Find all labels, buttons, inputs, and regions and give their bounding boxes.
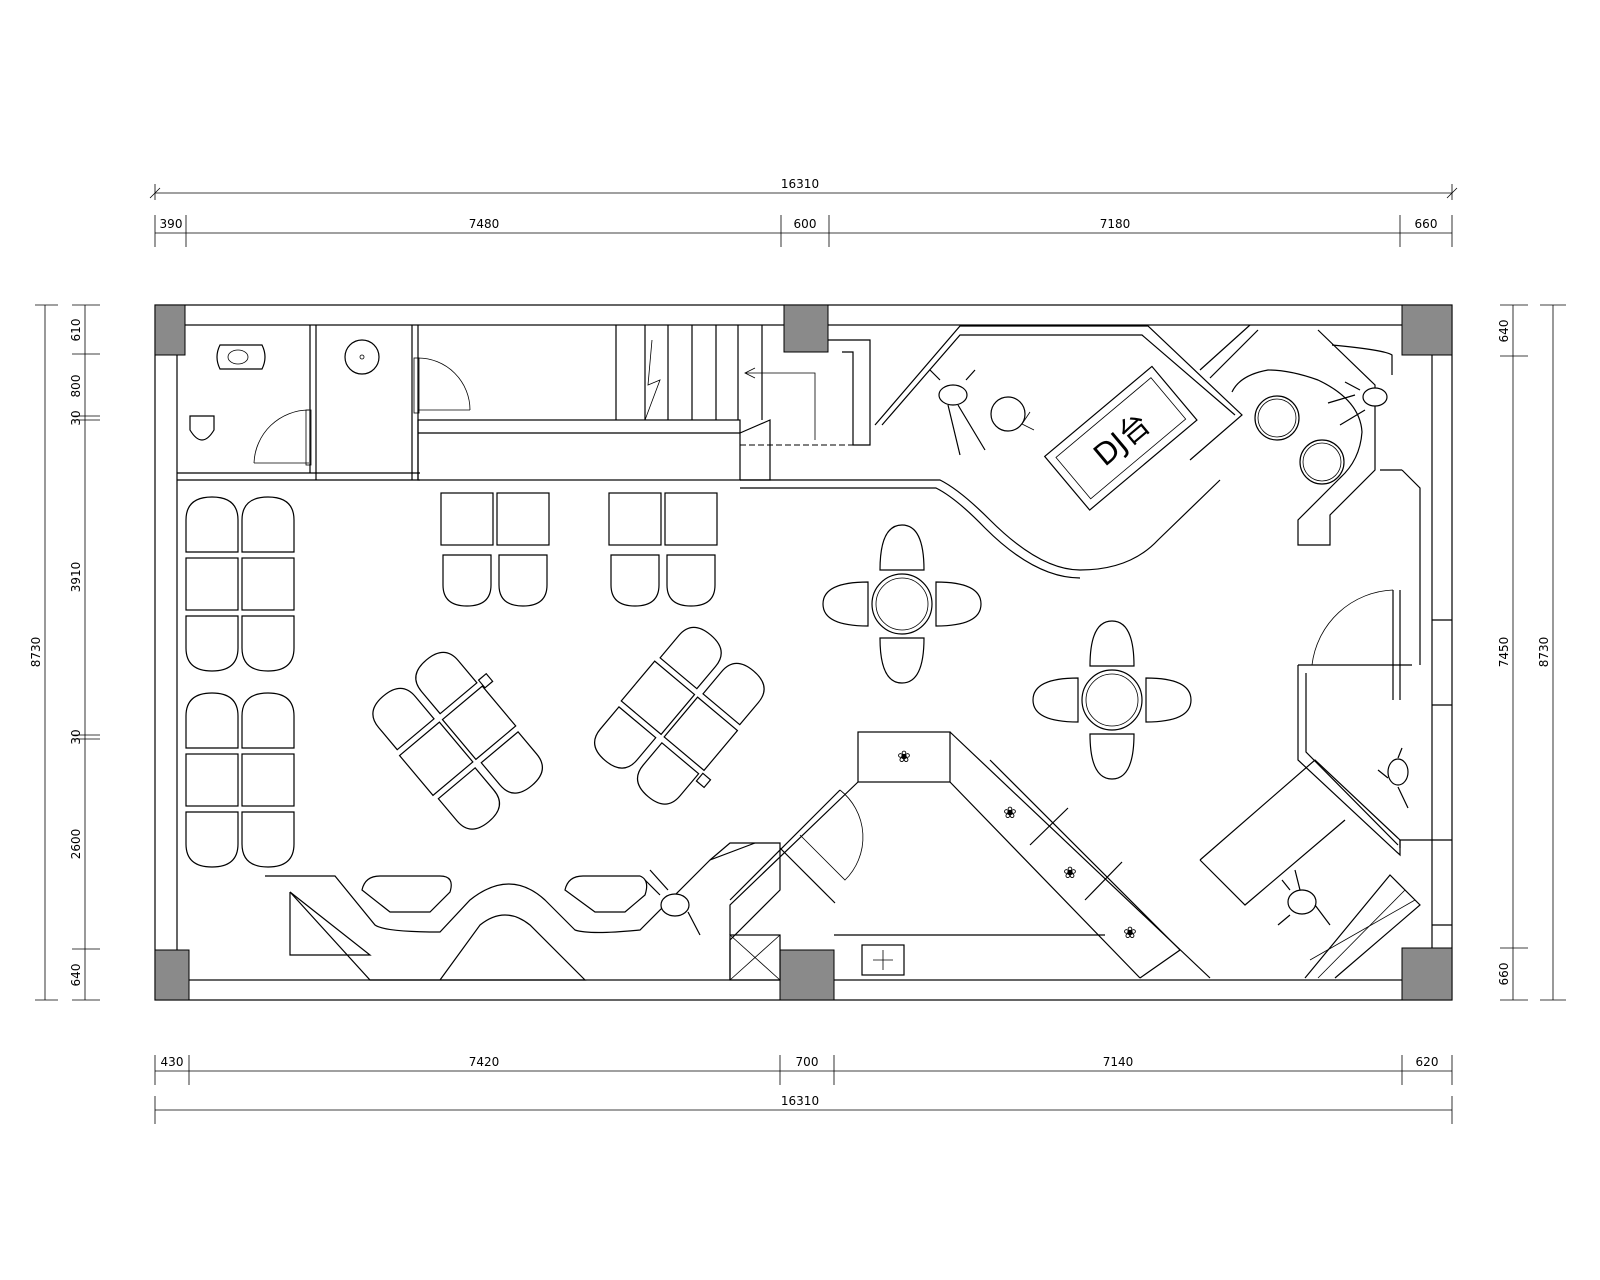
bottom-dim-1: 430	[161, 1055, 184, 1069]
person-icon	[1377, 747, 1409, 809]
dj-console	[1043, 365, 1198, 511]
right-dimensions: 640 7450 660 8730	[1497, 304, 1566, 1001]
door-swing-icon	[253, 409, 310, 464]
left-dim-2: 800	[69, 375, 83, 398]
bottom-dim-3: 700	[796, 1055, 819, 1069]
top-dimensions: 16310 390 7480 600 7180 660	[149, 177, 1458, 247]
person-icon	[929, 369, 986, 456]
bar-counter-top-right	[1231, 329, 1421, 665]
door-swing-icon	[799, 789, 864, 881]
right-dim-3: 660	[1497, 963, 1511, 986]
washbasin-icon	[344, 339, 380, 375]
bar-stool	[1254, 395, 1300, 441]
person-icon	[1327, 381, 1388, 426]
top-dim-5: 660	[1415, 217, 1438, 231]
bottom-dim-4: 7140	[1103, 1055, 1134, 1069]
right-total-dim: 8730	[1537, 637, 1551, 668]
left-dim-1: 610	[69, 319, 83, 342]
round-table-2	[1032, 620, 1192, 780]
right-dim-1: 640	[1497, 320, 1511, 343]
top-dim-1: 390	[160, 217, 183, 231]
stool-icon	[990, 396, 1026, 432]
flower-icon: ❀	[897, 747, 910, 766]
bottom-dim-5: 620	[1416, 1055, 1439, 1069]
urinal-icon	[189, 415, 215, 441]
left-dim-7: 640	[69, 964, 83, 987]
column-bottom-left	[154, 949, 190, 1001]
entrance-area	[1199, 589, 1452, 979]
left-dimensions: 8730 610 800 30 3910 30 2600 640	[29, 304, 100, 1001]
outer-walls	[154, 304, 1453, 1001]
bottom-total-dim: 16310	[781, 1094, 819, 1108]
stair-arrow-icon	[744, 367, 816, 440]
left-dim-6: 2600	[69, 829, 83, 860]
staircase	[320, 325, 871, 481]
left-booth-seating	[185, 496, 295, 868]
top-dim-3: 600	[794, 217, 817, 231]
top-total-dim: 16310	[781, 177, 819, 191]
left-dim-5: 30	[69, 729, 83, 744]
right-dim-2: 7450	[1497, 637, 1511, 668]
bar-stool	[1299, 439, 1345, 485]
bottom-dim-2: 7420	[469, 1055, 500, 1069]
flower-icon: ❀	[1063, 863, 1076, 882]
left-dim-3: 30	[69, 410, 83, 425]
dj-area: DJ台	[740, 324, 1259, 579]
door-swing-icon	[417, 357, 471, 411]
flower-icon: ❀	[1003, 803, 1016, 822]
column-top-mid	[783, 304, 829, 353]
door-swing-icon	[1311, 589, 1394, 666]
squat-toilet-icon	[216, 344, 266, 370]
round-table-1	[822, 524, 982, 684]
left-dim-4: 3910	[69, 562, 83, 593]
bottom-dimensions: 430 7420 700 7140 620 16310	[154, 1055, 1453, 1124]
column-bottom-right	[1401, 947, 1453, 1001]
flower-icon: ❀	[1123, 923, 1136, 942]
column-top-left	[154, 304, 186, 356]
restroom-block	[177, 325, 471, 481]
left-total-dim: 8730	[29, 637, 43, 668]
center-diagonal-bar: ❀ ❀ ❀ ❀	[729, 731, 1211, 981]
top-dim-4: 7180	[1100, 217, 1131, 231]
column-bottom-mid	[779, 949, 835, 1001]
column-top-right	[1401, 304, 1453, 356]
person-icon	[644, 869, 701, 936]
bottom-wavy-bar	[265, 842, 781, 981]
diagonal-table-right	[594, 626, 765, 805]
person-icon	[1277, 869, 1331, 926]
square-tables-top	[440, 492, 718, 607]
top-dim-2: 7480	[469, 217, 500, 231]
diagonal-table-left	[372, 651, 543, 830]
sink-unit	[857, 731, 951, 783]
